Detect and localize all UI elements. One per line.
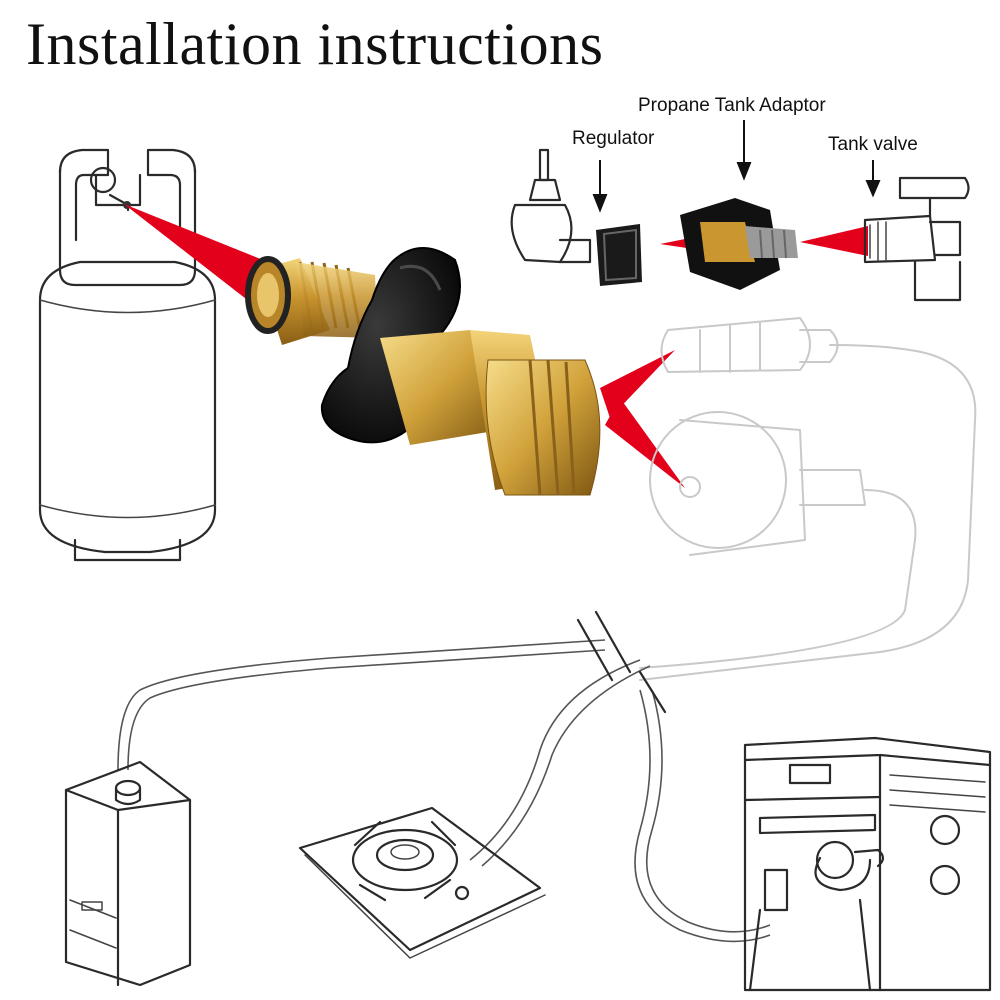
callout-arrows xyxy=(592,120,881,213)
page-title: Installation instructions xyxy=(26,11,604,77)
stove-burner-drawing xyxy=(298,806,546,959)
inset-assembly-diagram xyxy=(510,120,970,302)
gas-hoses xyxy=(117,610,771,943)
bbq-grill-drawing xyxy=(743,736,992,992)
red-pointer-lower-fitting xyxy=(605,398,685,488)
red-pointer-cylinder xyxy=(124,204,268,302)
label-regulator: Regulator xyxy=(572,128,655,149)
label-tank-valve: Tank valve xyxy=(828,134,918,155)
ghost-fittings-drawing xyxy=(639,317,977,681)
label-propane-tank-adaptor: Propane Tank Adaptor xyxy=(638,95,826,116)
water-heater-drawing xyxy=(64,760,192,987)
adaptor-photo xyxy=(245,247,601,496)
propane-cylinder-drawing xyxy=(38,148,217,562)
